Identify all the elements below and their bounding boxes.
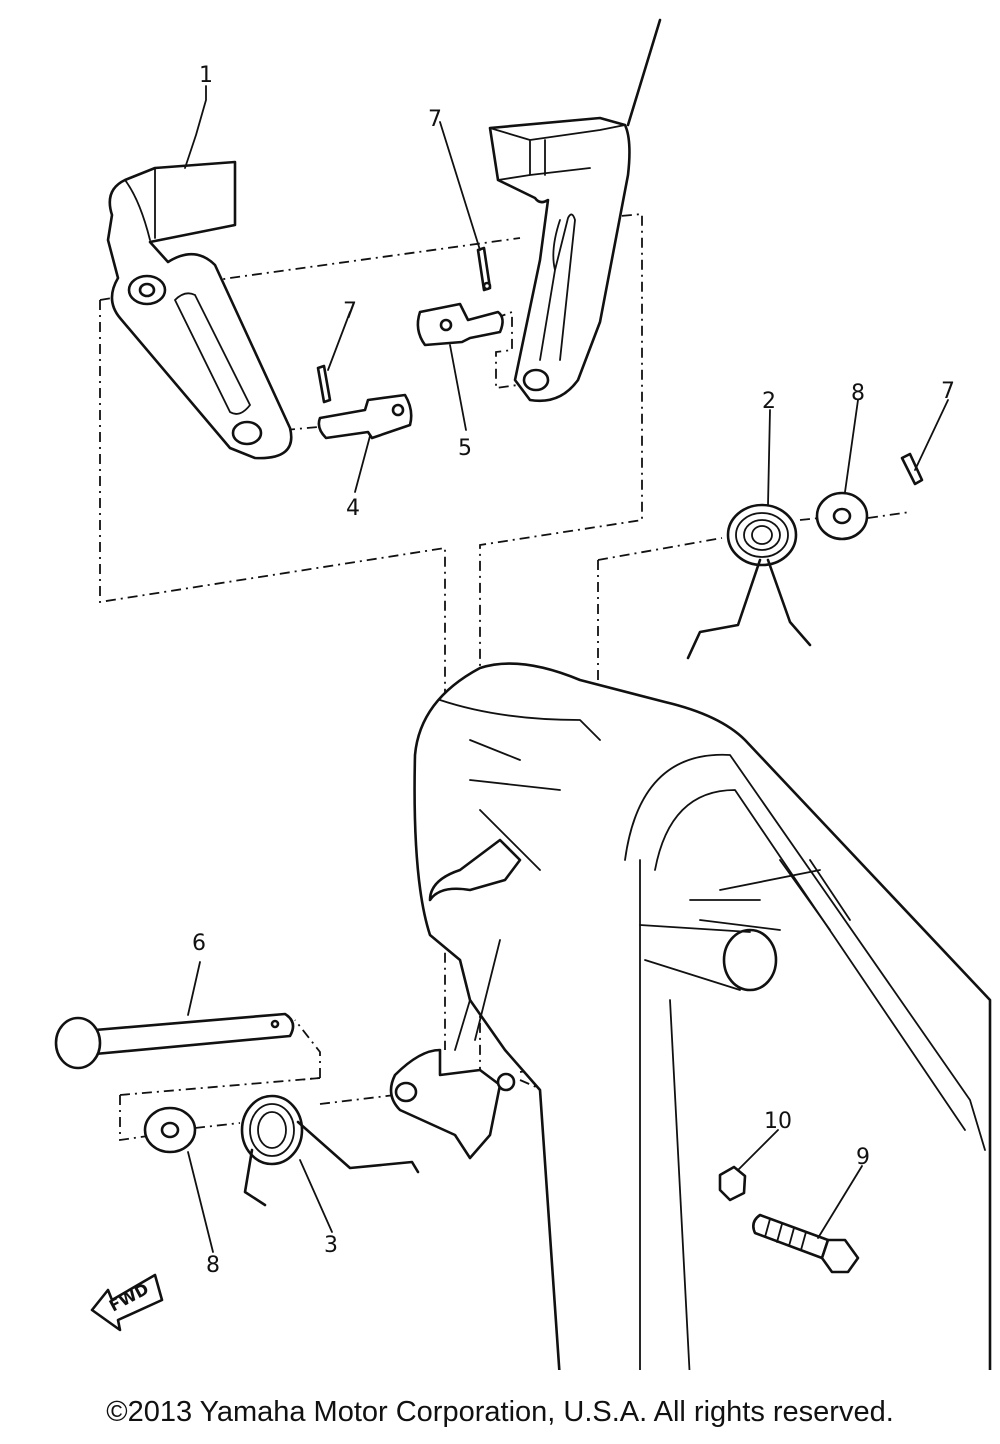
callout-7: 7 [343,299,357,324]
part-9-bolt [752,1213,860,1274]
part-10-nut [718,1165,747,1202]
callout-4: 4 [346,496,360,521]
cotter-pin-7-right [900,452,924,486]
callout-3: 3 [324,1233,338,1258]
callout-7: 7 [941,379,955,404]
callout-7: 7 [428,107,442,132]
copyright-notice: ©2013 Yamaha Motor Corporation, U.S.A. A… [106,1396,894,1428]
cotter-pin-7-upper [476,246,492,292]
part-8-washer-upper [815,491,869,541]
callout-9: 9 [856,1145,870,1170]
callout-5: 5 [458,436,472,461]
callout-6: 6 [192,931,206,956]
callout-2: 2 [762,389,776,414]
part-5-clevis-pin [416,302,504,347]
callout-8: 8 [206,1253,220,1278]
callout-8: 8 [851,381,865,406]
main-frame-body [413,662,992,1370]
callout-numbers: 1 7 7 5 4 2 8 7 6 10 9 8 3 [192,63,955,1278]
callout-10: 10 [764,1109,792,1134]
part-8-washer-lower [143,1106,197,1154]
part-6-long-pin [54,1012,295,1070]
forward-arrow-icon: FWD [90,1273,164,1332]
part-3-torsion-spring [240,1094,420,1207]
part-2-torsion-spring [686,503,812,660]
exploded-parts-diagram: 1 7 7 5 4 2 8 7 6 10 9 8 3 FWD [54,18,992,1370]
part-1-right-lever [488,18,662,403]
linkage-bracket [389,838,522,1160]
part-4-clevis-pin [317,393,413,440]
part-1-left-lever [106,160,293,460]
callout-leader-lines [184,85,949,1253]
cotter-pin-7-left [316,364,332,404]
callout-1: 1 [199,63,213,88]
